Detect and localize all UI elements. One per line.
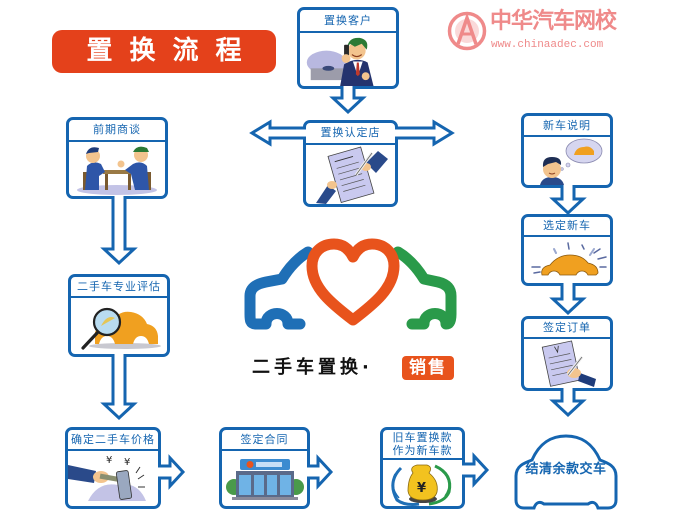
page-title: 置换流程	[52, 30, 276, 73]
watermark-brand: 中华汽车网校	[490, 9, 617, 34]
step-delivery-label: 结清余款交车	[525, 462, 607, 477]
document-signing-illustration	[316, 146, 388, 204]
step-contract: 签定合同	[219, 427, 310, 509]
arrow-choose-to-sign-order	[549, 283, 587, 316]
step-pricing: 确定二手车价格 ¥ ¥	[65, 427, 161, 509]
thinking-man-illustration	[540, 138, 603, 185]
step-delivery-car-outline	[514, 434, 618, 510]
step-choose-new-car: 选定新车	[521, 214, 613, 286]
step-new-car-intro: 新车说明	[521, 113, 613, 188]
step-label: 置换客户	[300, 10, 396, 33]
step-label-line: 作为新车款	[392, 444, 453, 457]
arrow-dealer-to-new-car	[395, 119, 455, 147]
shiny-car-illustration	[531, 242, 607, 276]
step-label: 选定新车	[524, 217, 610, 237]
currency-symbol: ¥	[106, 455, 112, 466]
logo-car-left-icon	[244, 246, 314, 330]
logo-text: 二手车置换·	[252, 357, 373, 378]
arrow-customer-to-dealer	[329, 86, 367, 115]
step-label: 签定订单	[524, 319, 610, 339]
logo-sales-badge: 销售	[402, 356, 454, 380]
arrow-appraisal-to-pricing	[100, 354, 138, 421]
step-label: 前期商谈	[69, 120, 165, 142]
used-car-trade-in-logo	[244, 238, 457, 330]
step-label: 签定合同	[222, 430, 307, 451]
arrow-dealer-to-negotiation	[249, 119, 306, 147]
arrow-pricing-to-contract	[158, 454, 186, 490]
watermark-url: www.chinaadec.com	[491, 39, 604, 51]
arrow-negotiation-to-appraisal	[100, 196, 138, 266]
step-dealer: 置换认定店	[303, 120, 398, 207]
arrow-new-car-intro-to-choose	[549, 185, 587, 216]
logo-heart-icon	[306, 238, 400, 326]
arrow-sign-order-to-delivery	[549, 388, 587, 418]
currency-symbol: ¥	[124, 457, 130, 468]
logo-car-right-icon	[392, 246, 457, 330]
step-tradein-credit: 旧车置换款 作为新车款 ¥	[380, 427, 465, 509]
car-magnifier-illustration	[81, 307, 161, 350]
step-label: 置换认定店	[306, 123, 395, 145]
step-label-line: 旧车置换款	[392, 431, 453, 444]
step-label: 确定二手车价格	[68, 430, 158, 451]
chinaadec-logo-icon	[447, 11, 487, 51]
step-label: 二手车专业评估	[71, 277, 167, 298]
step-label: 旧车置换款 作为新车款	[383, 430, 462, 460]
car-outline-icon	[514, 434, 618, 510]
step-customer: 置换客户	[297, 7, 399, 89]
arrow-contract-to-tradein	[307, 454, 334, 490]
step-label: 新车说明	[524, 116, 610, 137]
arrow-tradein-to-delivery	[462, 452, 490, 488]
storefront-illustration	[226, 459, 304, 500]
businessman-phone-illustration	[306, 37, 374, 86]
two-people-talking-illustration	[77, 146, 157, 195]
step-sign-order: 签定订单	[521, 316, 613, 391]
money-bag-illustration: ¥	[391, 464, 452, 506]
currency-symbol: ¥	[417, 481, 426, 496]
gavel-illustration: ¥ ¥	[68, 455, 146, 501]
step-negotiation: 前期商谈	[66, 117, 168, 199]
order-signing-illustration	[541, 340, 596, 387]
step-appraisal: 二手车专业评估	[68, 274, 170, 357]
